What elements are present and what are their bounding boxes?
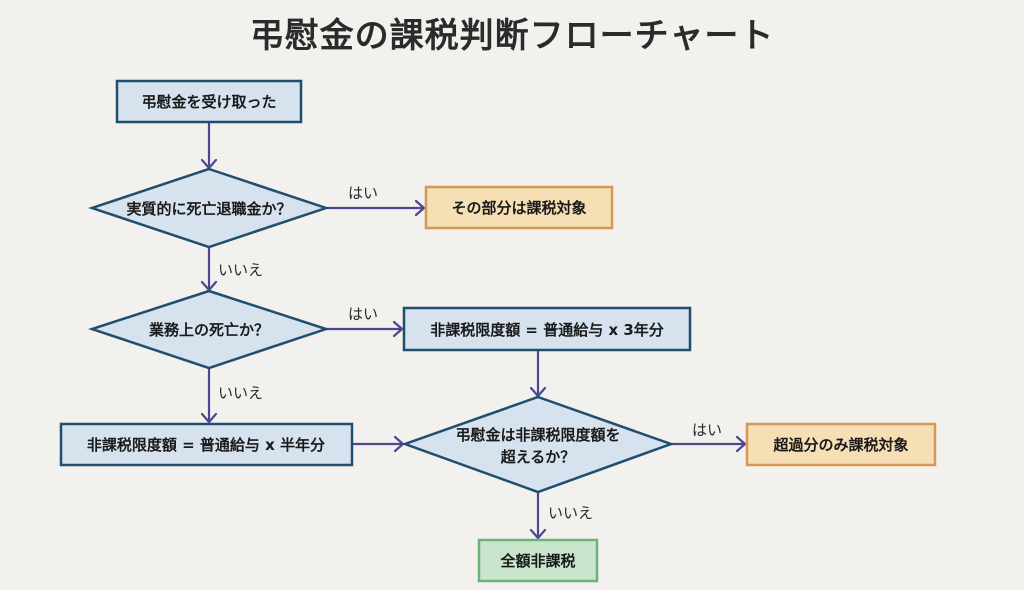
result-taxable-part: その部分は課税対象 bbox=[424, 185, 614, 230]
decision-exceeds-limit: 弔慰金は非課税限度額を 超えるか？ bbox=[401, 395, 675, 494]
edge-label-no: いいえ bbox=[218, 261, 263, 279]
decision-work-related-death: 業務上の死亡か？ bbox=[88, 289, 330, 370]
edge-label-yes: はい bbox=[348, 184, 378, 202]
arrowhead-icon bbox=[529, 528, 547, 540]
result-fully-exempt: 全額非課税 bbox=[477, 538, 599, 583]
svg-text:その部分は課税対象: その部分は課税対象 bbox=[451, 199, 586, 217]
node-limit-half-year: 非課税限度額 = 普通給与 x 半年分 bbox=[59, 422, 354, 467]
edge-label-yes: はい bbox=[348, 305, 378, 323]
decision-retirement-allowance: 実質的に死亡退職金か？ bbox=[88, 167, 330, 249]
svg-text:弔慰金を受け取った: 弔慰金を受け取った bbox=[141, 93, 276, 111]
arrowhead-icon bbox=[414, 199, 426, 217]
page-title: 弔慰金の課税判断フローチャート bbox=[249, 16, 775, 56]
svg-text:全額非課税: 全額非課税 bbox=[499, 552, 575, 570]
edge-label-no: いいえ bbox=[218, 384, 263, 402]
edge-label-no: いいえ bbox=[548, 504, 593, 522]
svg-text:非課税限度額 = 普通給与 x 半年分: 非課税限度額 = 普通給与 x 半年分 bbox=[87, 436, 325, 454]
arrowhead-icon bbox=[735, 435, 747, 453]
edge-label-yes: はい bbox=[692, 421, 722, 439]
result-excess-taxable: 超過分のみ課税対象 bbox=[745, 422, 937, 467]
svg-text:超過分のみ課税対象: 超過分のみ課税対象 bbox=[772, 436, 908, 454]
svg-text:業務上の死亡か？: 業務上の死亡か？ bbox=[148, 321, 269, 339]
edges bbox=[200, 123, 747, 540]
svg-text:実質的に死亡退職金か？: 実質的に死亡退職金か？ bbox=[126, 200, 291, 218]
node-start: 弔慰金を受け取った bbox=[115, 79, 303, 124]
svg-text:弔慰金は非課税限度額を: 弔慰金は非課税限度額を bbox=[455, 426, 620, 444]
svg-text:超えるか？: 超えるか？ bbox=[500, 448, 576, 466]
svg-text:非課税限度額 = 普通給与 x 3年分: 非課税限度額 = 普通給与 x 3年分 bbox=[430, 321, 664, 339]
arrowhead-icon bbox=[200, 412, 218, 424]
node-limit-3-years: 非課税限度額 = 普通給与 x 3年分 bbox=[402, 306, 692, 352]
arrowhead-icon bbox=[392, 320, 404, 338]
